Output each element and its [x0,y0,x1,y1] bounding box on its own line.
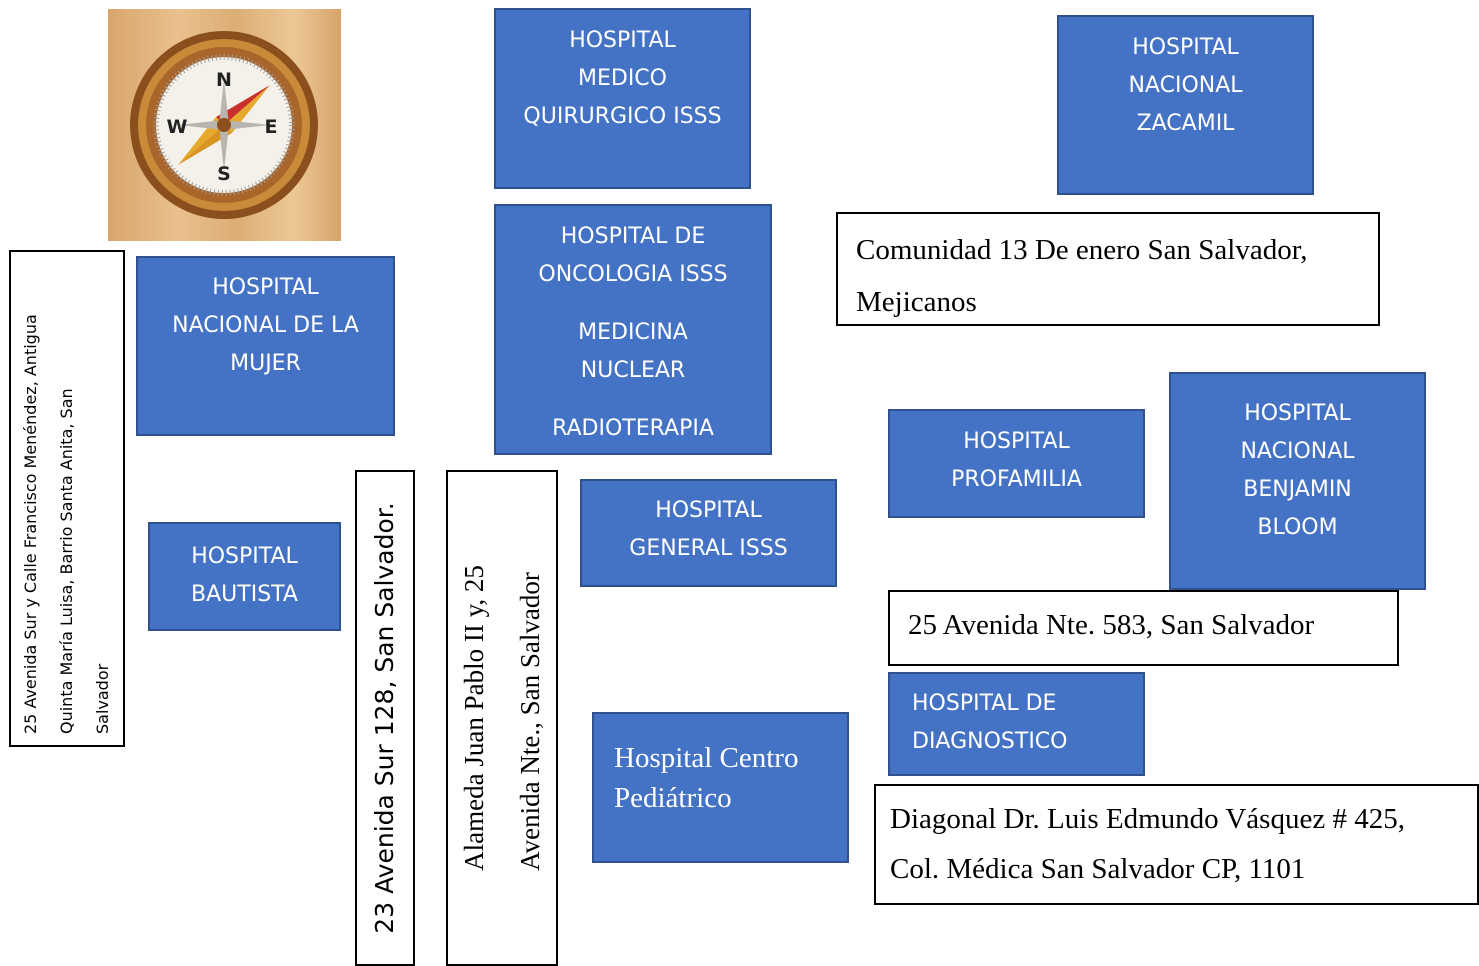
hospital-general-isss-box: HOSPITAL GENERAL ISSS [580,479,837,587]
label-line: NUCLEAR [580,358,686,383]
label-line: DIAGNOSTICO [912,729,1068,754]
hospital-zacamil-box: HOSPITAL NACIONAL ZACAMIL [1057,15,1314,195]
label-line: GENERAL ISSS [629,536,788,561]
label-line: BLOOM [1257,515,1338,540]
address-bloom-box: 25 Avenida Nte. 583, San Salvador [888,590,1399,666]
label-line: ZACAMIL [1136,111,1235,136]
label-line: NACIONAL [1240,439,1355,464]
label-line: Pediátrico [614,782,732,814]
label-line: HOSPITAL [569,28,676,53]
address-line: 23 Avenida Sur 128, San Salvador. [370,502,399,934]
hospital-medico-quirurgico-box: HOSPITAL MEDICO QUIRURGICO ISSS [494,8,751,189]
address-line: Col. Médica San Salvador CP, 1101 [890,853,1306,885]
label-line: HOSPITAL [191,544,298,569]
compass-south-label: S [217,163,231,185]
label-line: QUIRURGICO ISSS [523,104,722,129]
label-line: HOSPITAL [1244,401,1351,426]
label-line: HOSPITAL [655,498,762,523]
hospital-profamilia-box: HOSPITAL PROFAMILIA [888,409,1145,518]
address-line: Salvador [93,663,112,734]
hospital-oncologia-box: HOSPITAL DE ONCOLOGIA ISSS MEDICINA NUCL… [494,204,772,455]
label-line: Hospital Centro [614,742,799,774]
address-line: Mejicanos [856,286,977,318]
label-line: BAUTISTA [191,582,298,607]
hospital-mujer-box: HOSPITAL NACIONAL DE LA MUJER [136,256,395,436]
label-line: NACIONAL [1128,73,1243,98]
label-line: NACIONAL DE LA [172,313,359,338]
address-line: Alameda Juan Pablo II y, 25 [459,565,489,871]
hospital-bautista-box: HOSPITAL BAUTISTA [148,522,341,631]
address-line: 25 Avenida Nte. 583, San Salvador [908,609,1315,641]
address-bautista-box: 23 Avenida Sur 128, San Salvador. [355,470,415,966]
hospital-diagnostico-box: HOSPITAL DE DIAGNOSTICO [888,672,1145,776]
compass-image: N S E W [108,9,341,241]
hospital-benjamin-bloom-box: HOSPITAL NACIONAL BENJAMIN BLOOM [1169,372,1426,590]
label-line: RADIOTERAPIA [552,416,714,441]
address-zacamil-box: Comunidad 13 De enero San Salvador, Meji… [836,212,1380,326]
address-line: Comunidad 13 De enero San Salvador, [856,234,1308,266]
address-line: Quinta María Luisa, Barrio Santa Anita, … [57,387,76,734]
address-diagnostico-box: Diagonal Dr. Luis Edmundo Vásquez # 425,… [874,784,1479,905]
address-line: 25 Avenida Sur y Calle Francisco Menénde… [21,313,40,734]
label-line: MEDICO [578,66,667,91]
compass-east-label: E [265,116,278,138]
label-line: PROFAMILIA [951,467,1082,492]
address-line: Diagonal Dr. Luis Edmundo Vásquez # 425, [890,803,1405,835]
hospital-centro-pediatrico-box: Hospital Centro Pediátrico [592,712,849,863]
label-line: HOSPITAL [212,275,319,300]
label-line: ONCOLOGIA ISSS [538,262,728,287]
compass-west-label: W [167,116,188,138]
label-line: BENJAMIN [1243,477,1352,502]
address-line: Avenida Nte., San Salvador [515,572,545,871]
label-line: MEDICINA [578,320,688,345]
label-line: HOSPITAL [963,429,1070,454]
label-line: HOSPITAL DE [912,691,1057,716]
label-line: HOSPITAL DE [560,224,706,249]
address-mujer-box: 25 Avenida Sur y Calle Francisco Menénde… [9,250,125,747]
address-general-box: Alameda Juan Pablo II y, 25 Avenida Nte.… [446,470,558,966]
compass-icon: N S E W [130,31,318,219]
label-line: MUJER [230,351,301,376]
compass-north-label: N [216,69,232,91]
label-line: HOSPITAL [1132,35,1239,60]
